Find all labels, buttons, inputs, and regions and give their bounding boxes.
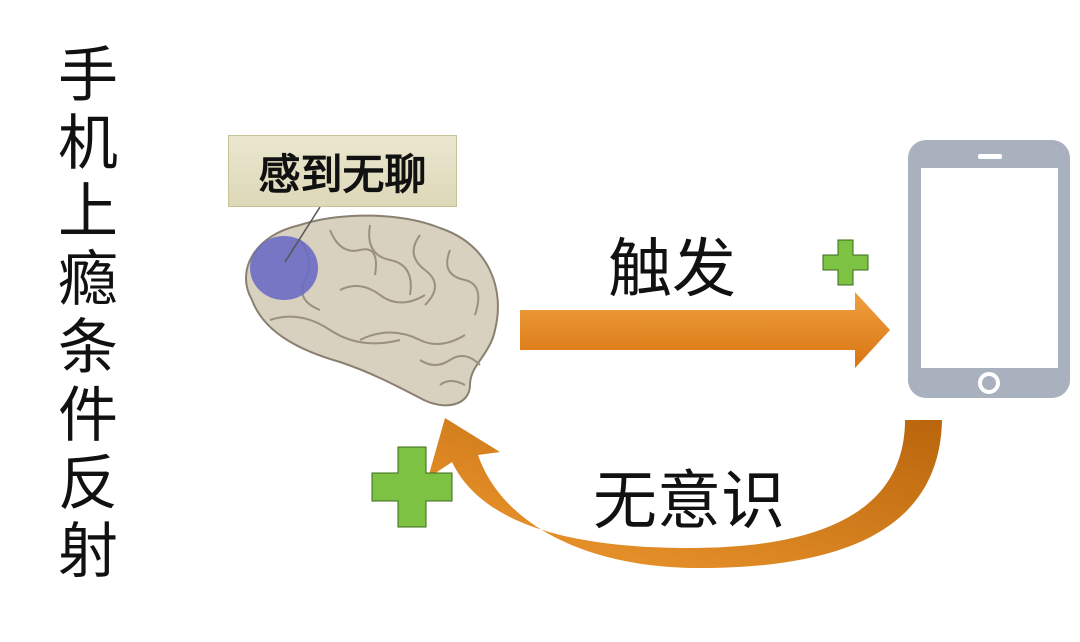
brain-image xyxy=(245,206,499,407)
title-char: 瘾 xyxy=(58,245,118,315)
trigger-label: 触发 xyxy=(608,233,736,307)
brain-label: 感到无聊 xyxy=(228,135,457,207)
unconscious-label: 无意识 xyxy=(593,465,785,539)
plus-small-icon xyxy=(822,239,869,286)
trigger-arrow xyxy=(520,292,890,368)
title-char: 条 xyxy=(58,313,118,383)
label-pointer xyxy=(284,206,321,263)
vertical-title: 手 机 上 瘾 条 件 反 射 xyxy=(52,42,124,586)
title-char: 件 xyxy=(58,381,118,451)
title-char: 机 xyxy=(58,109,118,179)
title-char: 上 xyxy=(58,177,118,247)
title-char: 射 xyxy=(58,517,118,587)
phone-icon xyxy=(908,140,1070,398)
title-char: 手 xyxy=(58,41,118,111)
highlight-region xyxy=(250,236,318,300)
title-char: 反 xyxy=(58,449,118,519)
plus-large-icon xyxy=(371,446,453,528)
